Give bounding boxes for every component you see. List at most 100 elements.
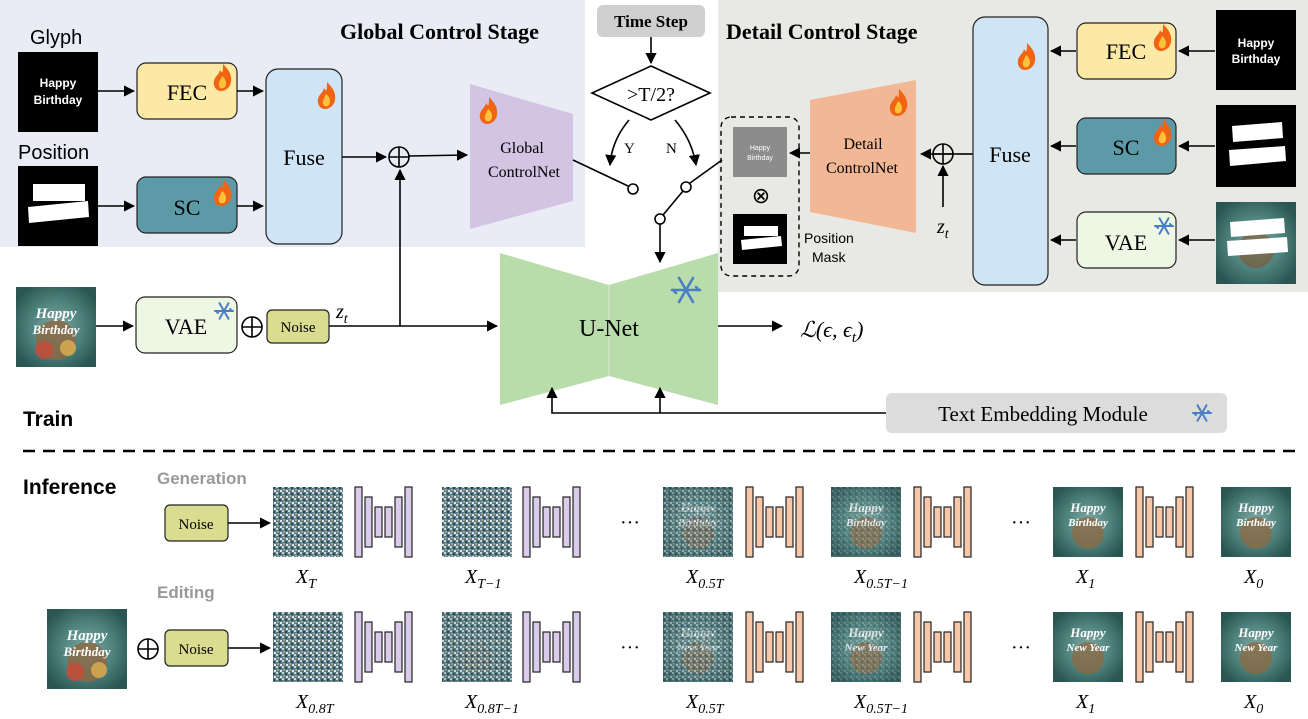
detail-fuse-block: [972, 16, 1049, 286]
gen-frame-text-2: Birthday: [1067, 517, 1108, 529]
gen-frame-label-3: X0.5T−1: [853, 566, 908, 592]
line-switch-to-detail: [689, 159, 723, 184]
global-sc-block: [136, 176, 238, 234]
position-box-2: [28, 201, 89, 223]
gen-frame-text-1: Happy: [1069, 500, 1106, 515]
text-embedding-block: [886, 393, 1227, 433]
gen-network-block-1: [522, 486, 581, 558]
detail-controlnet-label-2: ControlNet: [826, 160, 899, 177]
line-global-to-switch: [572, 159, 629, 187]
detail-vae-block: [1076, 211, 1177, 269]
detail-vae-label: VAE: [1105, 230, 1147, 255]
main-zt-label: zt: [335, 301, 349, 327]
unet-label: U-Net: [579, 316, 639, 342]
card-text-birthday: Birthday: [32, 322, 80, 337]
main-vae-block: [135, 296, 238, 354]
edit-frame-0: X0.8T: [273, 612, 343, 717]
edit-frame-1: X0.8T−1: [442, 612, 519, 717]
gen-network-block-2: [745, 486, 804, 558]
oplus-global: [388, 146, 410, 168]
edit-frame-label-2: X0.5T: [685, 691, 725, 717]
inference-label: Inference: [23, 476, 116, 499]
edit-network-block-2: [745, 611, 804, 683]
detail-glyph-text-1: Happy: [1238, 36, 1275, 50]
gen-frame-label-1: XT−1: [464, 566, 501, 592]
position-box-1: [33, 184, 85, 201]
mask-glyph-image: [733, 127, 787, 177]
detail-fuse-label: Fuse: [989, 142, 1031, 167]
time-step-label: Time Step: [614, 12, 688, 31]
detail-masked-box-1: [1230, 218, 1285, 237]
loss-label: ℒ(ϵ, ϵt): [800, 317, 863, 346]
global-fuse-label: Fuse: [283, 145, 325, 170]
arrow-text-unet-left: [546, 386, 886, 414]
main-vae-label: VAE: [165, 314, 207, 339]
condition-label: >T/2?: [627, 84, 675, 106]
detail-fec-block: [1076, 22, 1177, 80]
global-controlnet-label-1: Global: [500, 140, 544, 157]
arrow-yes: [605, 119, 630, 167]
flame-icon: [213, 64, 232, 91]
inference-frames: XTXT−1HappyBirthdayX0.5THappyBirthdayX0.…: [273, 486, 1291, 717]
glyph-image-text-2: Birthday: [34, 93, 83, 107]
gen-frame-text-2: Birthday: [1235, 517, 1276, 529]
detail-stage-title: Detail Control Stage: [726, 19, 918, 44]
glyph-image: [18, 52, 98, 132]
switch-contact-n: [680, 181, 692, 193]
time-step-box: [597, 5, 705, 37]
main-noise-label: Noise: [281, 320, 316, 336]
gen-network-block-0: [354, 486, 413, 558]
train-label: Train: [23, 408, 73, 431]
birthday-card-image: Happy Birthday: [16, 287, 96, 367]
detail-sc-label: SC: [1113, 135, 1140, 160]
edit-frame-label-1: X0.8T−1: [464, 691, 519, 717]
detail-masked-box-2: [1227, 237, 1288, 256]
detail-glyph-image: [1216, 10, 1296, 90]
gen-frame-label-2: X0.5T: [685, 566, 725, 592]
edit-frame-text-2: New Year: [1066, 642, 1111, 654]
switch-lever: [662, 190, 684, 216]
flame-icon: [213, 179, 232, 206]
arrow-no: [674, 119, 700, 167]
gen-frame-0: XT: [273, 487, 343, 592]
edit-frame-label-0: X0.8T: [295, 691, 335, 717]
global-controlnet-block: [470, 84, 573, 229]
card-text-happy: Happy: [35, 306, 77, 322]
yes-label: Y: [624, 141, 635, 157]
edit-network-block-4: [1135, 611, 1194, 683]
text-embedding-label: Text Embedding Module: [938, 402, 1148, 426]
gen-frame-text-1: Happy: [1237, 500, 1274, 515]
detail-controlnet-label-1: Detail: [843, 136, 883, 153]
position-mask-label-2: Mask: [812, 249, 846, 265]
edit-card-text-birthday: Birthday: [63, 644, 111, 659]
edit-frame-label-5: X0: [1243, 691, 1263, 717]
edit-network-block-0: [354, 611, 413, 683]
edit-noise-label: Noise: [179, 642, 214, 658]
global-stage-title: Global Control Stage: [340, 19, 539, 44]
edit-frame-text-2: New Year: [1234, 642, 1279, 654]
edit-frame-label-3: X0.5T−1: [853, 691, 908, 717]
generation-label: Generation: [157, 469, 247, 488]
detail-position-box-2: [1229, 146, 1286, 166]
detail-zt-label: zt: [936, 216, 950, 242]
edit-network-block-3: [913, 611, 972, 683]
flame-icon: [317, 82, 336, 109]
gen-network-block-3: [913, 486, 972, 558]
flame-icon: [1153, 119, 1172, 146]
edit-ellipsis-2: ···: [1011, 637, 1031, 659]
mask-box-2: [741, 236, 782, 250]
snowflake-icon: [1192, 404, 1212, 422]
gen-noise-label: Noise: [179, 517, 214, 533]
detail-position-box-1: [1232, 122, 1283, 142]
edit-frame-text-1: Happy: [1069, 625, 1106, 640]
flame-icon: [889, 89, 908, 116]
gen-frame-1: XT−1: [442, 487, 512, 592]
flame-icon: [479, 97, 498, 124]
flame-icon: [1153, 24, 1172, 51]
gen-network-block-4: [1135, 486, 1194, 558]
